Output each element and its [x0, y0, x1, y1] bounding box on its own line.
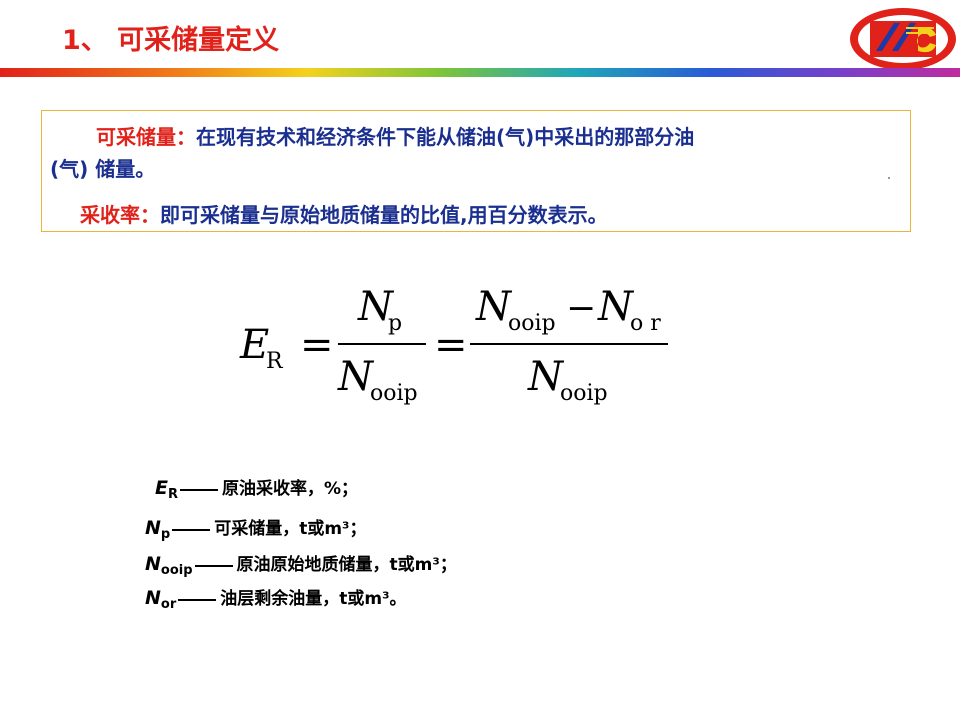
legend-sub: ooip	[160, 563, 193, 578]
legend-item-er: ER 原油采收率，%；	[155, 474, 358, 502]
formula-lhs: E	[239, 322, 269, 368]
legend-sub: or	[160, 597, 177, 612]
formula-equals-2: =	[434, 322, 468, 368]
formula-equals-1: =	[300, 322, 334, 368]
recovery-rate-formula: E R = N p N ooip = N ooip − N o r N ooip	[239, 284, 668, 406]
legend-symbol: N	[145, 553, 161, 575]
legend-unit: t或m³；	[299, 519, 367, 539]
recovery-rate-text: 即可采储量与原始地质储量的比值,用百分数表示。	[160, 203, 608, 227]
recovery-rate-definition: 采收率：即可采储量与原始地质储量的比值,用百分数表示。	[80, 199, 608, 228]
legend-dash	[178, 598, 217, 601]
formula-numerator-sub: p	[388, 311, 402, 336]
legend-dash	[180, 488, 218, 491]
legend-desc: 油层剩余油量，	[220, 589, 340, 609]
formula-numerator2-n-b: N	[597, 284, 635, 330]
legend-unit: t或m³。	[339, 589, 407, 609]
formula-denominator-sub: ooip	[370, 381, 418, 406]
legend-item-np: Np 可采储量，t或m³；	[145, 514, 367, 542]
definition-box: 可采储量：在现有技术和经济条件下能从储油(气)中采出的那部分油 (气) 储量。 …	[41, 110, 911, 232]
legend-item-nooip: Nooip 原油原始地质储量，t或m³；	[145, 550, 457, 578]
legend-item-nor: Nor 油层剩余油量，t或m³。	[145, 584, 407, 612]
recoverable-definition-line-2: (气) 储量。	[50, 157, 156, 181]
legend-dash	[194, 564, 233, 567]
formula-numerator-n: N	[357, 284, 395, 330]
formula-numerator2-n-a: N	[475, 284, 513, 330]
legend-desc: 原油采收率，	[222, 479, 324, 499]
slide-title: 1、 可采储量定义	[62, 25, 280, 56]
formula-denominator2-n: N	[527, 354, 565, 400]
legend-sub: R	[167, 487, 178, 502]
legend-unit: t或m³；	[389, 555, 457, 575]
formula-lhs-sub: R	[266, 349, 284, 374]
legend-sub: p	[160, 527, 171, 542]
recoverable-term: 可采储量：	[96, 125, 196, 149]
recoverable-definition-line-1: 可采储量：在现有技术和经济条件下能从储油(气)中采出的那部分油	[96, 121, 694, 150]
legend-dash	[172, 528, 211, 531]
company-logo	[850, 8, 956, 70]
formula-numerator2-sub-a: ooip	[508, 311, 556, 336]
stray-dot	[888, 177, 890, 179]
legend-unit: %；	[324, 479, 359, 499]
recovery-rate-term: 采收率：	[80, 203, 160, 227]
legend-desc: 原油原始地质储量，	[236, 555, 390, 575]
legend-desc: 可采储量，	[214, 519, 300, 539]
legend-symbol: N	[145, 517, 161, 539]
formula-numerator2-sub-b: o r	[630, 311, 661, 336]
recoverable-text-1: 在现有技术和经济条件下能从储油(气)中采出的那部分油	[196, 125, 695, 149]
formula-denominator2-sub: ooip	[560, 381, 608, 406]
formula-denominator-n: N	[337, 354, 375, 400]
title-rainbow-divider	[0, 68, 960, 77]
legend-symbol: N	[145, 587, 161, 609]
formula-minus: −	[566, 288, 596, 329]
legend-symbol: E	[155, 477, 168, 499]
